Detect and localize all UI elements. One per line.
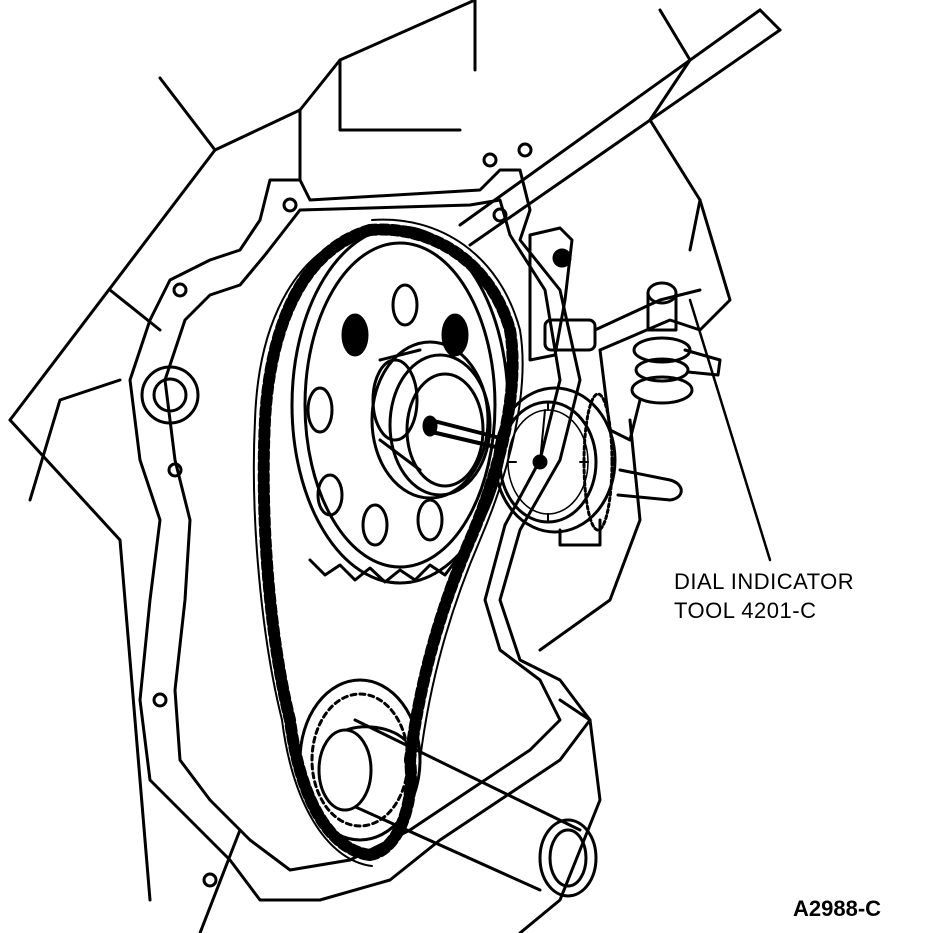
indicator-bracket	[528, 226, 722, 442]
indicator-rod	[458, 8, 782, 247]
dial-indicator-label-line2: TOOL 4201-C	[674, 598, 817, 623]
sprocket-teeth	[308, 553, 462, 584]
dial-indicator-gauge	[493, 386, 683, 547]
callout-leader-line	[688, 298, 772, 562]
indicator-plunger	[422, 415, 502, 450]
figure-code-label: A2988-C	[793, 896, 882, 921]
crankshaft-sprocket	[298, 678, 598, 898]
dial-indicator-label-line1: DIAL INDICATOR	[674, 569, 855, 594]
camshaft-hub	[370, 340, 492, 500]
timing-chain	[252, 218, 524, 867]
